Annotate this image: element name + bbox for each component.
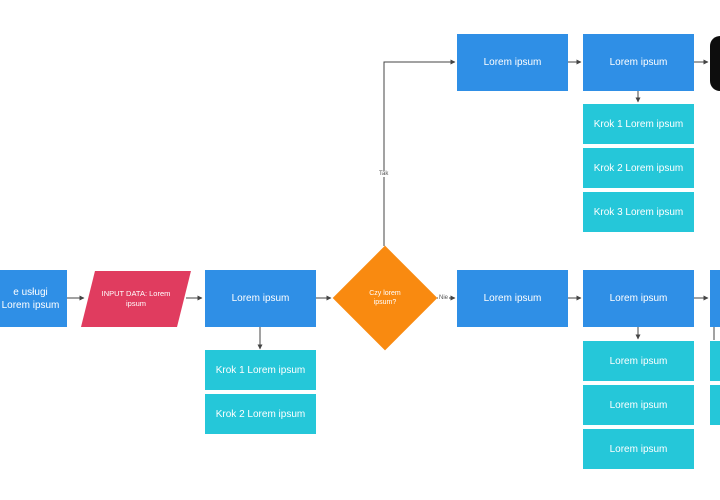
yes-step-1[interactable]: Krok 1 Lorem ipsum (583, 104, 694, 144)
right-step-1[interactable] (710, 341, 720, 381)
yes-step-2-label: Krok 2 Lorem ipsum (593, 162, 684, 174)
no-step-2-label: Lorem ipsum (609, 399, 668, 411)
no-process-2-label: Lorem ipsum (609, 293, 668, 304)
main-step-2-label: Krok 2 Lorem ipsum (215, 408, 306, 420)
no-process-2-node[interactable]: Lorem ipsum (583, 270, 694, 327)
no-step-1-label: Lorem ipsum (609, 355, 668, 367)
main-step-1-label: Krok 1 Lorem ipsum (215, 364, 306, 376)
yes-step-1-label: Krok 1 Lorem ipsum (593, 118, 684, 130)
terminal-node[interactable] (710, 36, 720, 91)
process-main-node[interactable]: Lorem ipsum (205, 270, 316, 327)
input-data-label: INPUT DATA: Lorem ipsum (101, 289, 171, 308)
no-process-1-label: Lorem ipsum (483, 293, 542, 304)
process-main-label: Lorem ipsum (231, 293, 290, 304)
no-step-3-label: Lorem ipsum (609, 443, 668, 455)
yes-process-2-label: Lorem ipsum (609, 57, 668, 68)
edge-label-yes: Tak (378, 171, 390, 177)
edge-decision-yes (383, 59, 456, 246)
no-step-2[interactable]: Lorem ipsum (583, 385, 694, 425)
edge-label-no: Nie (438, 295, 450, 301)
no-process-3-node[interactable] (710, 270, 720, 327)
input-data-node[interactable]: INPUT DATA: Lorem ipsum (81, 271, 191, 327)
yes-process-1-node[interactable]: Lorem ipsum (457, 34, 568, 91)
yes-process-2-node[interactable]: Lorem ipsum (583, 34, 694, 91)
no-step-3[interactable]: Lorem ipsum (583, 429, 694, 469)
yes-step-3[interactable]: Krok 3 Lorem ipsum (583, 192, 694, 232)
right-step-2[interactable] (710, 385, 720, 425)
yes-step-3-label: Krok 3 Lorem ipsum (593, 206, 684, 218)
yes-process-1-label: Lorem ipsum (483, 57, 542, 68)
decision-node[interactable]: Czy lorem ipsum? (332, 245, 438, 351)
main-step-1[interactable]: Krok 1 Lorem ipsum (205, 350, 316, 390)
yes-step-2[interactable]: Krok 2 Lorem ipsum (583, 148, 694, 188)
no-step-1[interactable]: Lorem ipsum (583, 341, 694, 381)
decision-label: Czy lorem ipsum? (369, 289, 401, 306)
no-process-1-node[interactable]: Lorem ipsum (457, 270, 568, 327)
main-step-2[interactable]: Krok 2 Lorem ipsum (205, 394, 316, 434)
start-node-label: e usługi Lorem ipsum (1, 286, 60, 311)
start-node[interactable]: e usługi Lorem ipsum (0, 270, 67, 327)
